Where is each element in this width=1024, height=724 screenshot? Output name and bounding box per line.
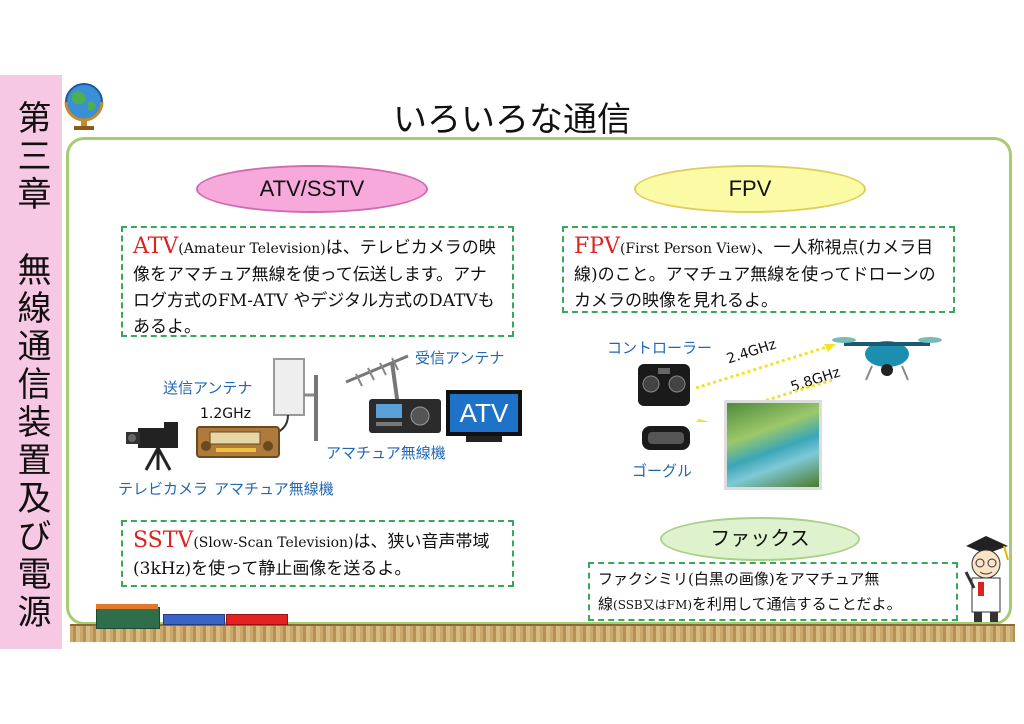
rx-antenna-label: 受信アンテナ xyxy=(415,349,505,367)
board-ledge xyxy=(70,624,1015,642)
atv-text: は、テレビカメラの映像をアマチュア無線を使って伝送します。アナログ方式のFM-A… xyxy=(133,238,496,337)
rx-radio-icon xyxy=(369,399,441,433)
yagi-antenna-icon xyxy=(345,354,409,407)
tx-antenna-label: 送信アンテナ xyxy=(163,379,253,397)
tv-screen: ATV xyxy=(450,394,518,432)
sstv-expansion: (Slow-Scan Television) xyxy=(193,535,354,551)
freq-label: 1.2GHz xyxy=(200,406,251,422)
chalk-red-icon xyxy=(226,614,288,625)
globe-icon xyxy=(64,83,104,130)
fpv-text: 、一人称視点(カメラ目線)のこと。アマチュア無線を使ってドローンのカメラの映像を… xyxy=(574,238,936,311)
atv-sstv-heading: ATV/SSTV xyxy=(196,165,428,213)
atv-description: ATV(Amateur Television)は、テレビカメラの映像をアマチュア… xyxy=(121,226,514,337)
sstv-text: は、狭い音声帯域(3kHz)を使って静止画像を送るよ。 xyxy=(133,532,490,579)
fpv-expansion: (First Person View) xyxy=(619,241,757,257)
fax-text-mode: (SSB又はFM) xyxy=(613,598,693,612)
atv-term: ATV xyxy=(133,234,179,259)
professor-character-icon xyxy=(964,536,1009,622)
book-icon xyxy=(96,607,160,629)
camera-label: テレビカメラ xyxy=(118,480,209,498)
chalk-blue-icon xyxy=(163,614,225,625)
book-stripe xyxy=(96,604,158,609)
page-title: いろいろな通信 xyxy=(393,100,631,140)
tv-icon: ATV xyxy=(446,390,522,436)
sstv-description: SSTV(Slow-Scan Television)は、狭い音声帯域(3kHz)… xyxy=(121,520,514,587)
river-image xyxy=(724,400,822,490)
tx-radio-icon xyxy=(196,426,280,458)
chapter-title: 第三章 無線通信装置及び電源 xyxy=(11,100,51,632)
fax-text-line2a: 線 xyxy=(598,595,614,613)
tx-rig-label: アマチュア無線機 xyxy=(214,480,334,498)
fax-text-line1: ファクシミリ(白黒の画像)をアマチュア無 xyxy=(598,570,880,588)
rc-controller-icon xyxy=(638,364,690,406)
fpv-heading: FPV xyxy=(634,165,866,213)
fax-text-line2b: を利用して通信することだよ。 xyxy=(692,595,902,613)
fax-heading: ファックス xyxy=(660,517,860,561)
fpv-term: FPV xyxy=(574,234,620,259)
rx-rig-label: アマチュア無線機 xyxy=(326,444,446,462)
goggle-label: ゴーグル xyxy=(632,462,693,480)
fpv-goggle-icon xyxy=(642,426,690,450)
chapter-band xyxy=(0,75,62,649)
tv-stand xyxy=(466,436,502,442)
sstv-term: SSTV xyxy=(133,528,194,553)
drone-icon xyxy=(832,337,942,381)
fpv-description: FPV(First Person View)、一人称視点(カメラ目線)のこと。ア… xyxy=(562,226,955,313)
panel-antenna-icon xyxy=(268,358,318,441)
atv-expansion: (Amateur Television) xyxy=(178,241,326,257)
fax-description: ファクシミリ(白黒の画像)をアマチュア無 線(SSB又はFM)を利用して通信する… xyxy=(588,562,958,621)
video-camera-icon xyxy=(126,422,178,471)
controller-label: コントローラー xyxy=(607,339,713,357)
